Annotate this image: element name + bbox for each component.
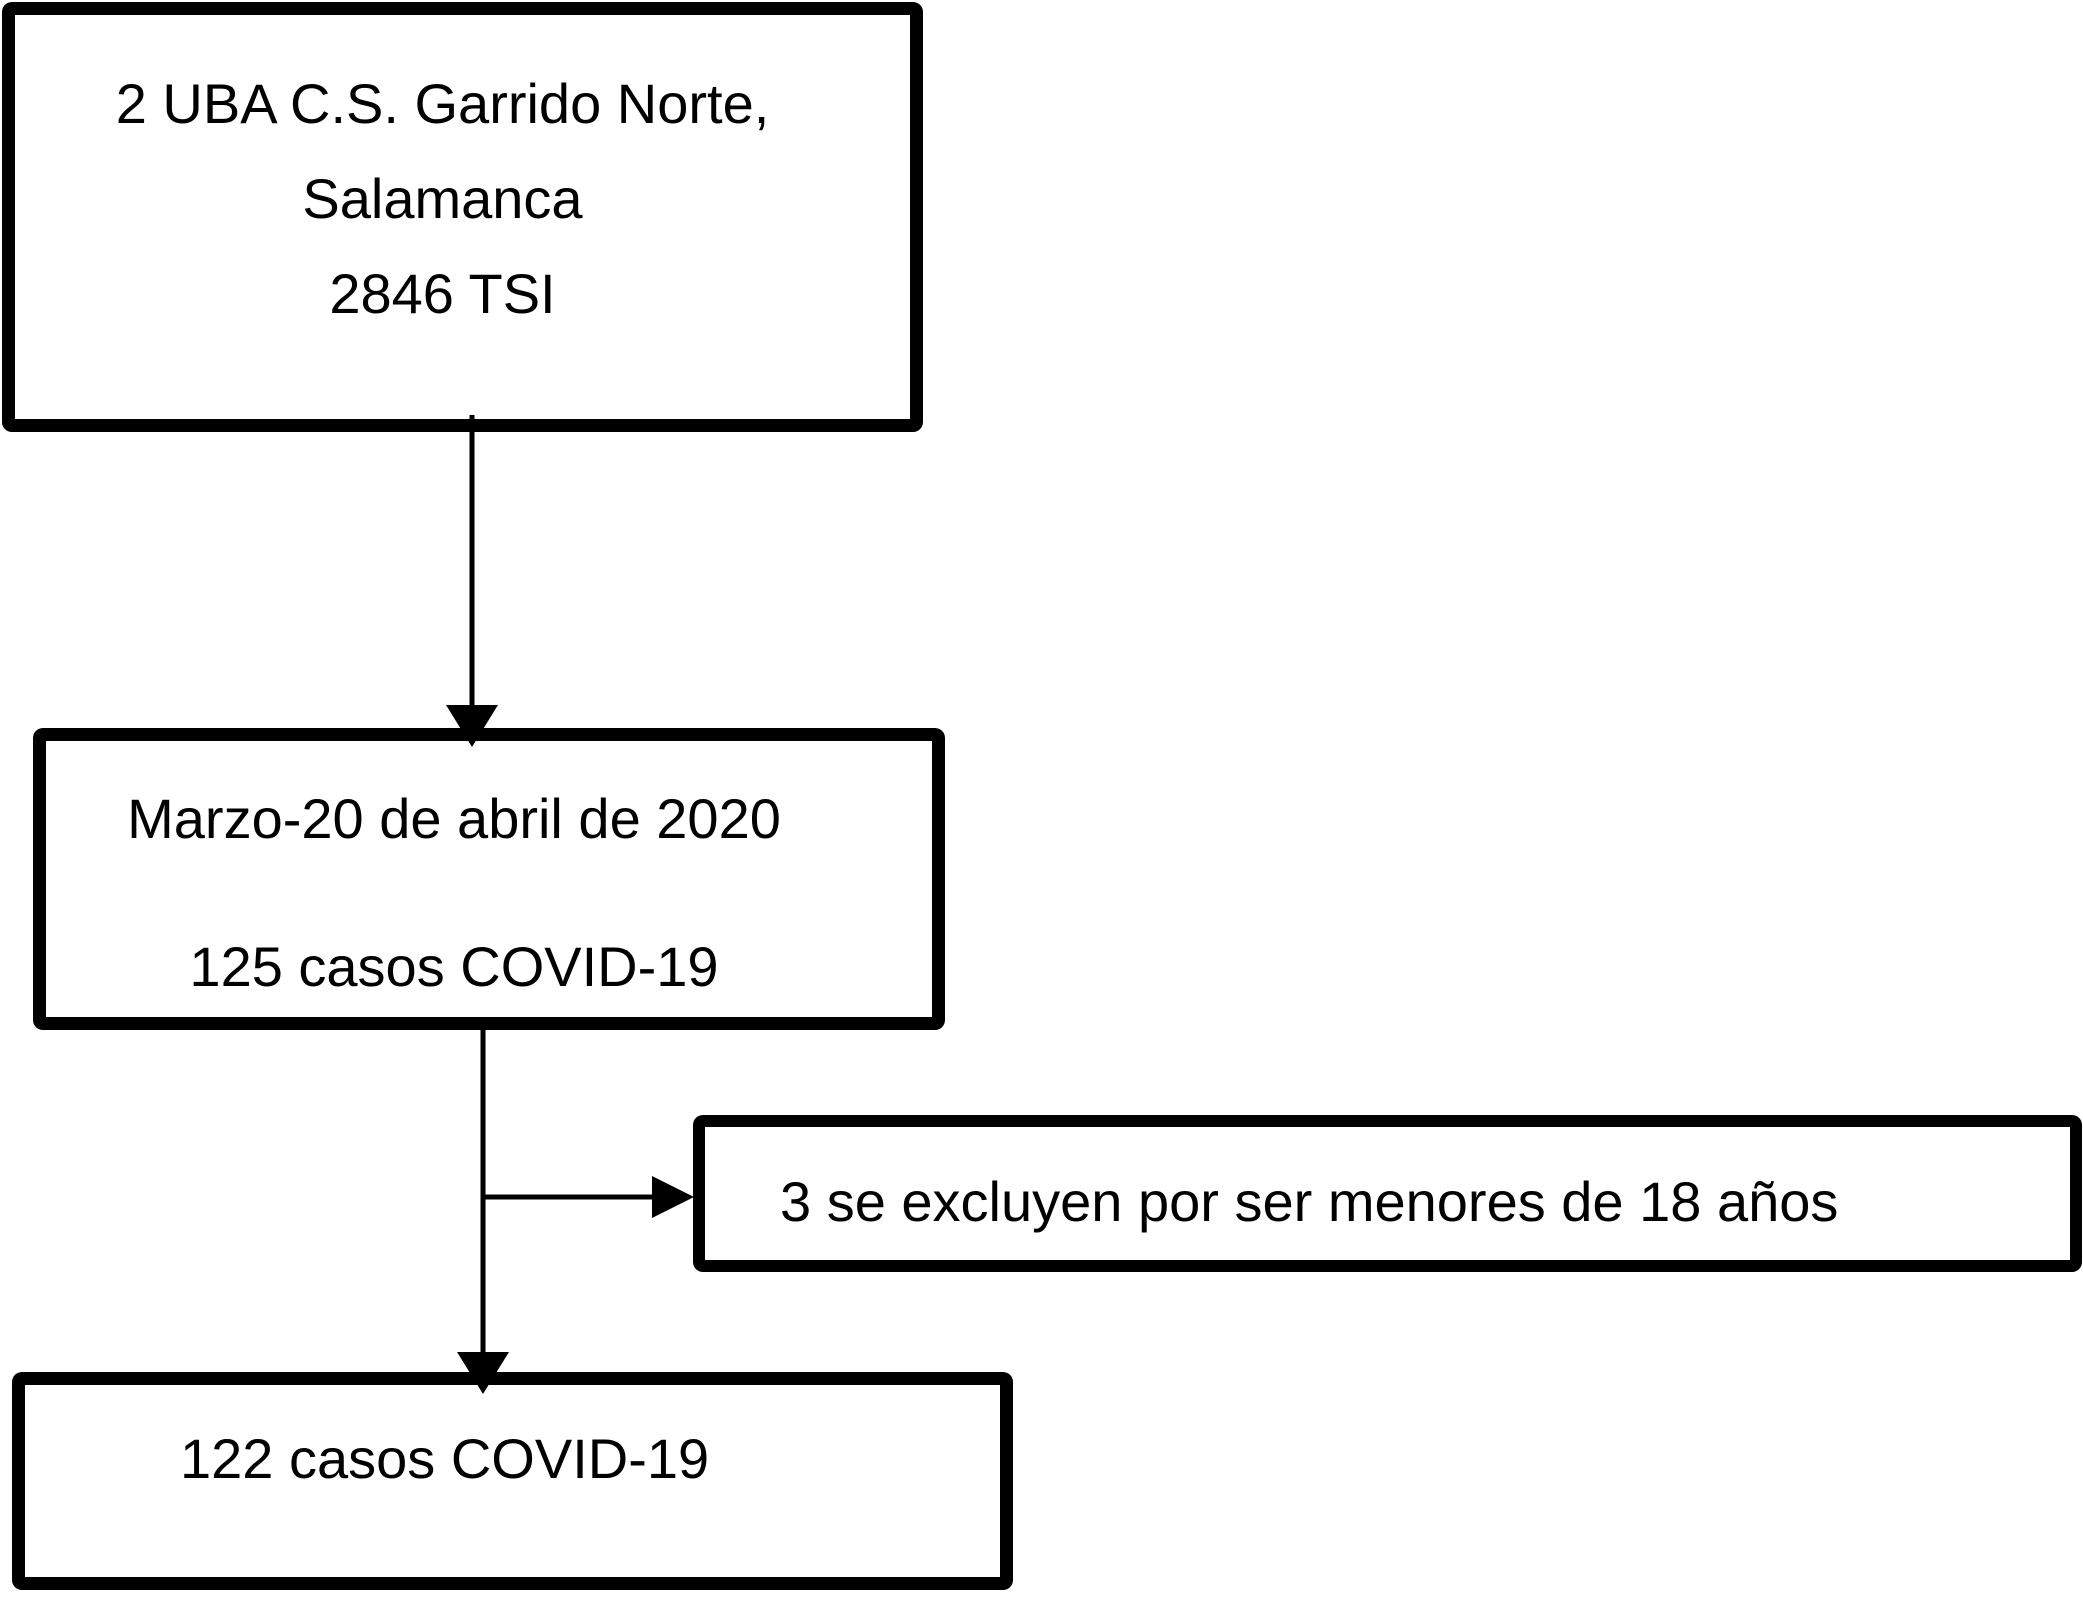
arrow-period-to-final [457, 1028, 509, 1394]
arrow-site-to-period [446, 415, 498, 747]
flow-box-period: Marzo-20 de abril de 2020 125 casos COVI… [33, 728, 945, 1030]
flow-box-period-line-2: 125 casos COVID-19 [189, 935, 719, 998]
flow-box-site-line-2: Salamanca [302, 167, 583, 230]
flow-box-site-line-3: 2846 TSI [329, 262, 556, 325]
flow-box-final-line-1: 122 casos COVID-19 [180, 1427, 710, 1490]
flow-box-period-line-1: Marzo-20 de abril de 2020 [127, 787, 781, 850]
flow-box-exclusion: 3 se excluyen por ser menores de 18 años [693, 1115, 2082, 1272]
flow-box-site: 2 UBA C.S. Garrido Norte, Salamanca 2846… [2, 2, 923, 432]
flow-box-final: 122 casos COVID-19 [12, 1372, 1013, 1590]
arrowhead-right-icon [652, 1176, 694, 1218]
flow-box-site-line-1: 2 UBA C.S. Garrido Norte, [115, 72, 770, 135]
flow-box-exclusion-line-1: 3 se excluyen por ser menores de 18 años [780, 1170, 1839, 1233]
arrow-period-to-exclusion [483, 1176, 694, 1218]
